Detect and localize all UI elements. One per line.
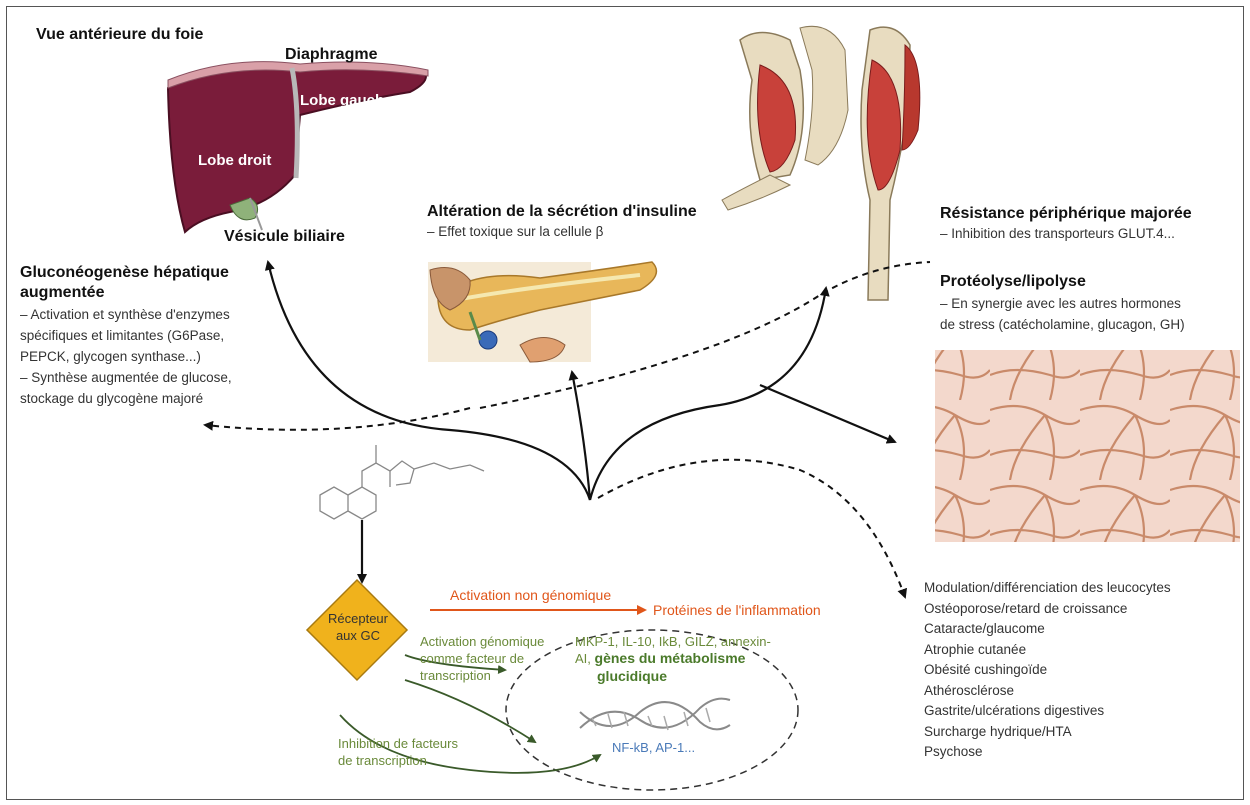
insulin-line: – Effet toxique sur la cellule β bbox=[427, 221, 697, 242]
steroid-molecule bbox=[320, 445, 484, 519]
genes-line-2-prefix: AI, bbox=[575, 651, 595, 666]
gluconeogenesis-title-2: augmentée bbox=[20, 284, 232, 302]
proteolysis-line: de stress (catécholamine, glucagon, GH) bbox=[940, 314, 1185, 335]
effects-list-item: Athérosclérose bbox=[924, 681, 1171, 702]
receptor-label-line: Récepteur bbox=[322, 610, 394, 627]
proteolysis-block: Protéolyse/lipolyse – En synergie avec l… bbox=[940, 273, 1185, 335]
effects-list: Modulation/différenciation des leucocyte… bbox=[924, 578, 1171, 763]
adipose-tissue-illustration bbox=[935, 350, 1240, 542]
resistance-line: – Inhibition des transporteurs GLUT.4... bbox=[940, 223, 1192, 244]
nfkb-label: NF-kB, AP-1... bbox=[612, 740, 695, 755]
proteolysis-line: – En synergie avec les autres hormones bbox=[940, 293, 1185, 314]
resistance-title: Résistance périphérique majorée bbox=[940, 205, 1192, 223]
proteolysis-title: Protéolyse/lipolyse bbox=[940, 273, 1185, 291]
genes-text: MKP-1, IL-10, IkB, GILZ, annexin- AI, gè… bbox=[575, 633, 771, 685]
liver-title: Vue antérieure du foie bbox=[36, 26, 203, 44]
arm-muscle-illustration bbox=[722, 26, 920, 300]
insulin-block: Altération de la sécrétion d'insuline – … bbox=[427, 203, 697, 242]
gluconeogenesis-line: stockage du glycogène majoré bbox=[20, 388, 232, 409]
effects-list-item: Gastrite/ulcérations digestives bbox=[924, 701, 1171, 722]
genomic-activation-line: comme facteur de bbox=[420, 650, 544, 667]
left-lobe-label: Lobe gauche bbox=[300, 92, 393, 109]
pancreas-illustration bbox=[428, 262, 656, 362]
proteolysis-details: – En synergie avec les autres hormones d… bbox=[940, 293, 1185, 335]
genes-line-1: MKP-1, IL-10, IkB, GILZ, annexin- bbox=[575, 633, 771, 650]
genomic-activation-line: Activation génomique bbox=[420, 633, 544, 650]
effects-list-item: Surcharge hydrique/HTA bbox=[924, 722, 1171, 743]
inhibition-label: Inhibition de facteurs de transcription bbox=[338, 735, 458, 769]
inhibition-line: de transcription bbox=[338, 752, 458, 769]
effects-list-item: Ostéoporose/retard de croissance bbox=[924, 599, 1171, 620]
effects-list-item: Atrophie cutanée bbox=[924, 640, 1171, 661]
gluconeogenesis-details: – Activation et synthèse d'enzymes spéci… bbox=[20, 304, 232, 409]
receptor-label: Récepteur aux GC bbox=[322, 610, 394, 644]
resistance-block: Résistance périphérique majorée – Inhibi… bbox=[940, 205, 1192, 244]
gluconeogenesis-line: PEPCK, glycogen synthase...) bbox=[20, 346, 232, 367]
gluconeogenesis-title-1: Gluconéogenèse hépatique bbox=[20, 264, 232, 282]
gluconeogenesis-line: – Activation et synthèse d'enzymes bbox=[20, 304, 232, 325]
gallbladder-label: Vésicule biliaire bbox=[224, 228, 345, 246]
receptor-label-line: aux GC bbox=[322, 627, 394, 644]
right-lobe-label: Lobe droit bbox=[198, 152, 271, 169]
gluconeogenesis-line: – Synthèse augmentée de glucose, bbox=[20, 367, 232, 388]
insulin-title: Altération de la sécrétion d'insuline bbox=[427, 203, 697, 221]
gluconeogenesis-block: Gluconéogenèse hépatique augmentée – Act… bbox=[20, 264, 232, 409]
gluconeogenesis-line: spécifiques et limitantes (G6Pase, bbox=[20, 325, 232, 346]
effects-list-item: Obésité cushingoïde bbox=[924, 660, 1171, 681]
effects-list-item: Modulation/différenciation des leucocyte… bbox=[924, 578, 1171, 599]
genes-line-2-bold: gènes du métabolisme bbox=[595, 650, 746, 666]
inhibition-line: Inhibition de facteurs bbox=[338, 735, 458, 752]
diaphragm-label: Diaphragme bbox=[285, 46, 377, 64]
genes-line-3: glucidique bbox=[597, 668, 771, 685]
genomic-activation-line: transcription bbox=[420, 667, 544, 684]
genomic-activation-label: Activation génomique comme facteur de tr… bbox=[420, 633, 544, 684]
genes-line-2: AI, gènes du métabolisme bbox=[575, 650, 771, 668]
non-genomic-label: Activation non génomique bbox=[450, 587, 611, 603]
effects-list-item: Psychose bbox=[924, 742, 1171, 763]
liver-illustration bbox=[168, 62, 428, 232]
effects-list-item: Cataracte/glaucome bbox=[924, 619, 1171, 640]
inflammation-proteins-label: Protéines de l'inflammation bbox=[653, 602, 821, 618]
